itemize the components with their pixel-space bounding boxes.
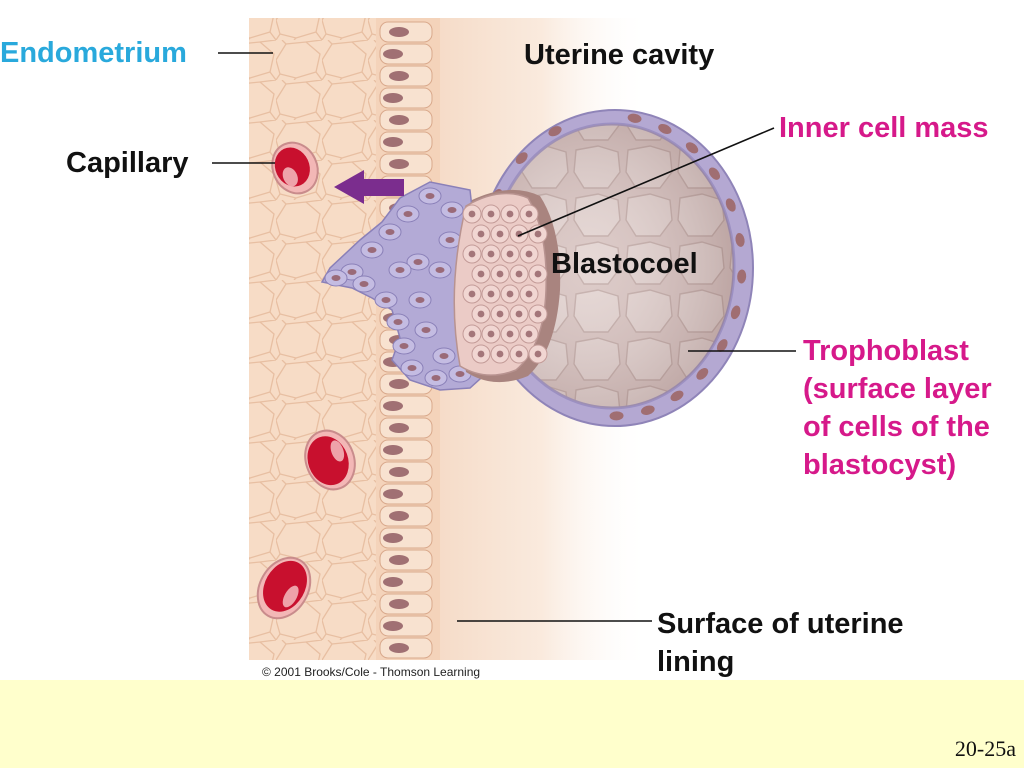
- label-capillary: Capillary: [66, 147, 189, 179]
- trophoblast-line-4: blastocyst): [803, 449, 957, 481]
- copyright-notice: © 2001 Brooks/Cole - Thomson Learning: [262, 665, 481, 679]
- surface-lining-line-2: lining: [657, 646, 735, 678]
- capillary-vessels: [256, 141, 356, 620]
- trophoblast-nuclei: [479, 113, 747, 421]
- slide-number: 20-25a: [954, 736, 1016, 761]
- invading-trophoblast-cells: [320, 181, 491, 391]
- label-blastocoel: Blastocoel: [551, 248, 698, 280]
- invasion-direction-arrow: [334, 170, 404, 204]
- trophoblast-line-1: Trophoblast: [803, 335, 969, 367]
- trophoblast-line-2: (surface layer: [803, 373, 992, 405]
- label-trophoblast: Trophoblast (surface layer of cells of t…: [803, 332, 992, 484]
- inner-cell-mass: [453, 189, 561, 383]
- label-inner-cell-mass: Inner cell mass: [779, 112, 989, 144]
- surface-lining-line-1: Surface of uterine: [657, 608, 904, 640]
- inner-cell-mass-leader: [517, 127, 775, 237]
- label-surface-uterine-lining: Surface of uterine lining: [657, 605, 904, 681]
- label-endometrium: Endometrium: [0, 37, 187, 69]
- leader-lines: [212, 52, 796, 622]
- footer-band: [0, 680, 1024, 768]
- label-uterine-cavity: Uterine cavity: [524, 39, 715, 71]
- trophoblast-line-3: of cells of the: [803, 411, 990, 443]
